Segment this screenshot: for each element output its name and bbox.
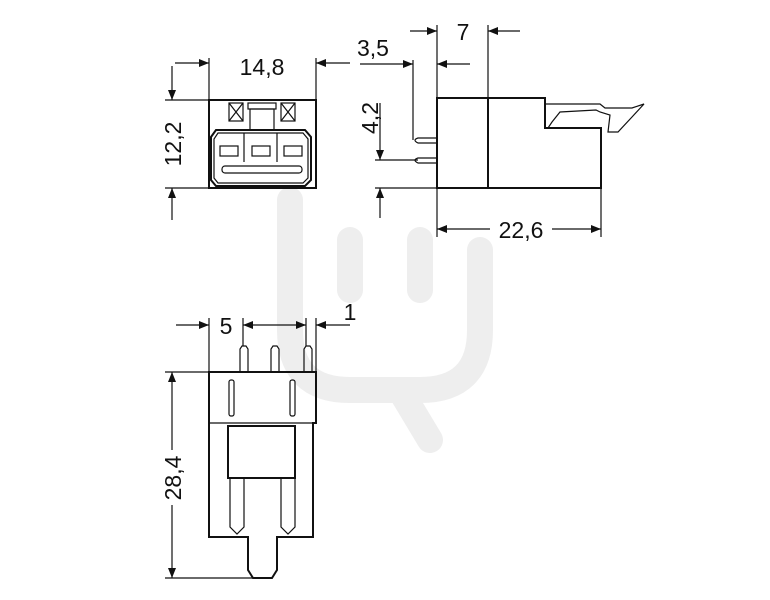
front-view: 14,8 12,2 bbox=[160, 54, 350, 220]
dim-side-length: 22,6 bbox=[499, 217, 544, 243]
dim-side-pin-offset: 3,5 bbox=[357, 35, 389, 61]
dim-front-height: 12,2 bbox=[160, 122, 186, 167]
dim-side-body-offset: 7 bbox=[457, 19, 470, 45]
side-view: 7 3,5 4,2 22,6 bbox=[357, 19, 645, 243]
dim-bottom-pin-offset: 1 bbox=[344, 299, 357, 325]
bottom-view: 5 1 28,4 bbox=[160, 299, 357, 579]
dim-front-width: 14,8 bbox=[240, 54, 285, 80]
watermark-logo bbox=[277, 187, 493, 453]
dim-side-pin-height: 4,2 bbox=[357, 102, 383, 134]
dim-bottom-pitch: 5 bbox=[220, 313, 233, 339]
dim-bottom-length: 28,4 bbox=[160, 455, 186, 500]
